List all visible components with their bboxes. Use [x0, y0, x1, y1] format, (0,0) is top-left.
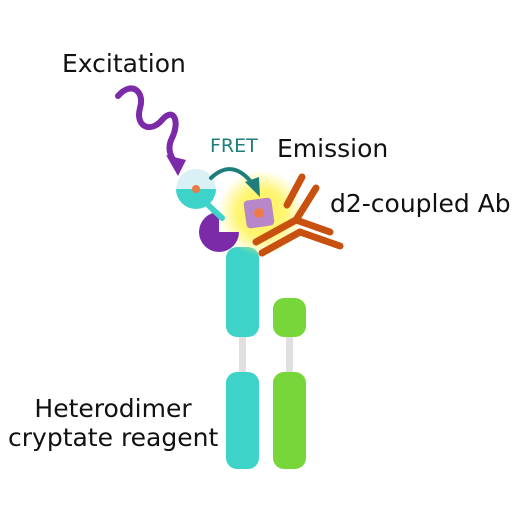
purple-binding-domain — [199, 212, 239, 252]
linker-right — [286, 335, 293, 375]
fret-arrow-icon — [209, 167, 260, 197]
green-subunit-lower — [273, 372, 306, 469]
emission-label: Emission — [277, 134, 389, 163]
excitation-label: Excitation — [62, 49, 186, 78]
antibody-icon — [252, 173, 344, 257]
d2-acceptor-icon — [243, 197, 275, 229]
teal-subunit-upper — [226, 247, 259, 337]
green-subunit-upper — [273, 298, 306, 337]
reagent-label: Heterodimer cryptate reagent — [8, 394, 219, 453]
antibody-label: d2-coupled Ab — [330, 189, 511, 218]
excitation-wave-icon — [115, 85, 186, 176]
reagent-label-line1: Heterodimer — [34, 394, 192, 423]
reagent-label-line2: cryptate reagent — [8, 422, 219, 452]
cryptate-donor-icon — [176, 169, 216, 209]
linker-left — [239, 335, 246, 375]
fret-label: FRET — [210, 135, 258, 157]
teal-subunit-lower — [226, 372, 259, 469]
